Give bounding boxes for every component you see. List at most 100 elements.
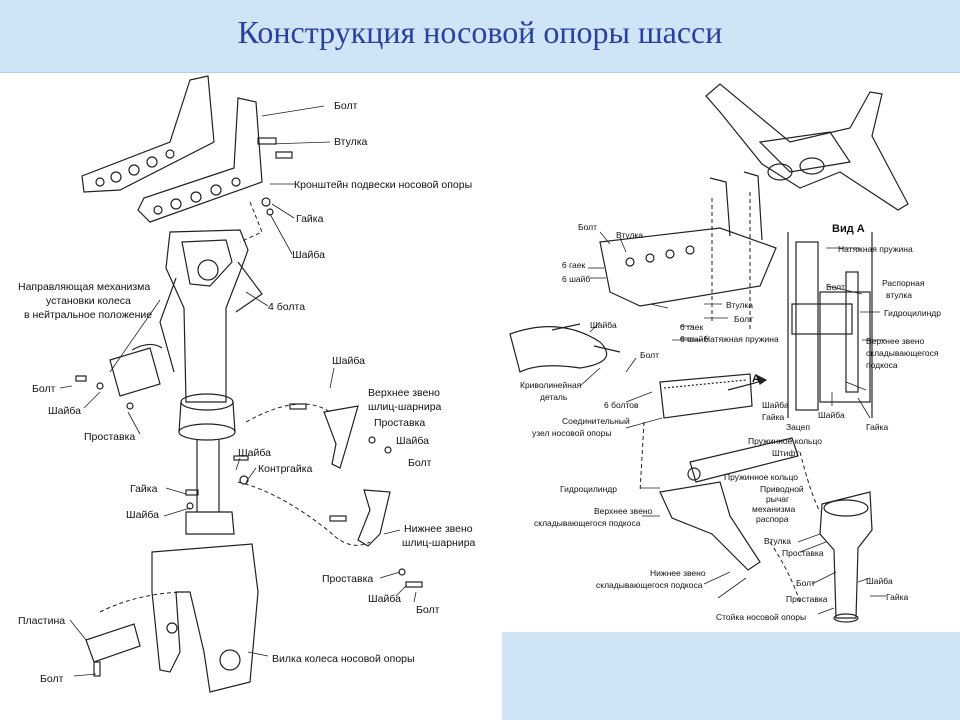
label-washer-r1: Шайба (590, 320, 617, 330)
label-bolt: Болт (334, 100, 358, 112)
label-lower-link-r2: складывающегося подкоса (596, 580, 703, 590)
label-bolt-4: Болт (416, 604, 440, 616)
curvilinear-part (509, 326, 608, 373)
label-tension-spring-2: Натяжная пружина (704, 334, 779, 344)
label-pin: Штифт (772, 448, 799, 458)
label-drive-lever-2: рычаг (766, 494, 789, 504)
label-4-bolts: 4 болта (268, 301, 305, 313)
label-drive-lever-3: механизма (752, 504, 795, 514)
label-bolt-r2: Болт (734, 314, 753, 324)
label-drive-lever-1: Приводной (760, 484, 804, 494)
label-upper-link-2: шлиц-шарнира (368, 401, 442, 413)
label-spacer-sleeve-1: Распорная (882, 278, 925, 288)
label-washer-6: Шайба (126, 509, 159, 521)
strut-housing (165, 229, 249, 403)
label-6-washers-a: 6 шайб (562, 274, 590, 284)
label-upper-link-r2: складывающегося подкоса (534, 518, 641, 528)
label-locknut: Контргайка (258, 463, 313, 475)
label-upper-link-r1: Верхнее звено (594, 506, 653, 516)
upper-torque-link (323, 405, 359, 469)
label-washer-r2: Шайба (762, 400, 789, 410)
slide-header (0, 0, 960, 73)
label-guide-line1: Направляющая механизма (18, 281, 150, 293)
label-spring-ring-2: Пружинное кольцо (724, 472, 798, 482)
label-lower-link-2: шлиц-шарнира (402, 537, 476, 549)
strut-right (819, 491, 873, 619)
folding-link-upper (659, 481, 761, 571)
label-fork: Вилка колеса носовой опоры (272, 653, 415, 665)
label-bolt-3: Болт (408, 457, 432, 469)
label-washer-r3: Шайба (866, 576, 893, 586)
label-guide-line3: в нейтральное положение (24, 309, 152, 321)
label-washer-2: Шайба (48, 405, 81, 417)
label-6-bolts: 6 болтов (604, 400, 639, 410)
bracket-assembly-right (599, 227, 777, 307)
hydraulic-cylinder (689, 437, 799, 483)
label-nut-r1: Гайка (762, 412, 785, 422)
label-bolt-r3: Болт (640, 350, 659, 360)
label-bolt-5: Болт (40, 673, 64, 685)
label-spacer-r1: Проставка (782, 548, 824, 558)
airplane-icon (705, 83, 909, 211)
label-plate: Пластина (18, 615, 65, 627)
label-6-washers-b: 6 шайб (680, 334, 708, 344)
label-bolt-r1: Болт (578, 222, 597, 232)
label-bolt-va: Болт (826, 282, 845, 292)
bracket-plate-left (81, 75, 215, 193)
label-nut: Гайка (296, 213, 324, 225)
label-washer-5: Шайба (238, 447, 271, 459)
label-washer-va: Шайба (818, 410, 845, 420)
wheel-fork (151, 543, 259, 693)
label-sleeve-r2: Втулка (726, 300, 753, 310)
label-6-nuts-a: 6 гаек (562, 260, 585, 270)
label-hydro-1: Гидроцилиндр (884, 308, 941, 318)
label-upper-link-1: Верхнее звено (368, 387, 440, 399)
slide-title: Конструкция носовой опоры шасси (237, 14, 723, 50)
label-washer-4: Шайба (396, 435, 429, 447)
label-a-mark: А (752, 373, 760, 385)
label-drive-lever-4: распора (756, 514, 789, 524)
label-bolt-2: Болт (32, 383, 56, 395)
label-lower-link-r1: Нижнее звено (650, 568, 706, 578)
label-nut-2: Гайка (130, 483, 158, 495)
label-washer-7: Шайба (368, 593, 401, 605)
hardware-bits (75, 137, 423, 677)
label-washer: Шайба (292, 249, 325, 261)
label-spacer-3: Проставка (322, 573, 373, 585)
label-tension-spring: Натяжная пружина (838, 244, 913, 254)
strut-head (181, 239, 233, 287)
label-spacer-sleeve-2: втулка (886, 290, 912, 300)
label-connector-1: Соединительный (562, 416, 630, 426)
label-hook: Зацеп (786, 422, 810, 432)
label-guide-line2: установки колеса (46, 295, 131, 307)
label-sleeve-r1: Втулка (616, 230, 643, 240)
label-curvilinear-2: деталь (540, 392, 568, 402)
label-sleeve-r3: Втулка (764, 536, 791, 546)
piston-rod (196, 440, 220, 512)
label-6-nuts-b: 6 гаек (680, 322, 703, 332)
plate-part (85, 623, 141, 663)
collar-lower (178, 423, 236, 441)
label-spacer-2: Проставка (374, 417, 425, 429)
label-strut-right: Стойка носовой опоры (716, 612, 806, 622)
guide-part (109, 347, 161, 397)
label-washer-3: Шайба (332, 355, 365, 367)
label-spring-ring-1: Пружинное кольцо (748, 436, 822, 446)
label-nut-r2: Гайка (886, 592, 909, 602)
label-spacer-r2: Проставка (786, 594, 828, 604)
label-sleeve: Втулка (334, 136, 368, 148)
piston-base (185, 511, 235, 535)
bracket-plate-right (137, 97, 263, 223)
label-curvilinear-1: Криволинейная (520, 380, 582, 390)
lower-torque-link (357, 489, 391, 547)
label-bracket: Кронштейн подвески носовой опоры (294, 179, 472, 191)
label-upper-fold-1: Верхнее звено (866, 336, 925, 346)
label-hydro-2: Гидроцилиндр (560, 484, 617, 494)
label-spacer: Проставка (84, 431, 135, 443)
lightening-holes (95, 149, 241, 215)
label-upper-fold-3: подкоса (866, 360, 898, 370)
label-nut-va: Гайка (866, 422, 889, 432)
label-connector-2: узел носовой опоры (532, 428, 611, 438)
label-upper-fold-2: складывающегося (866, 348, 939, 358)
spring-bar (659, 373, 753, 419)
